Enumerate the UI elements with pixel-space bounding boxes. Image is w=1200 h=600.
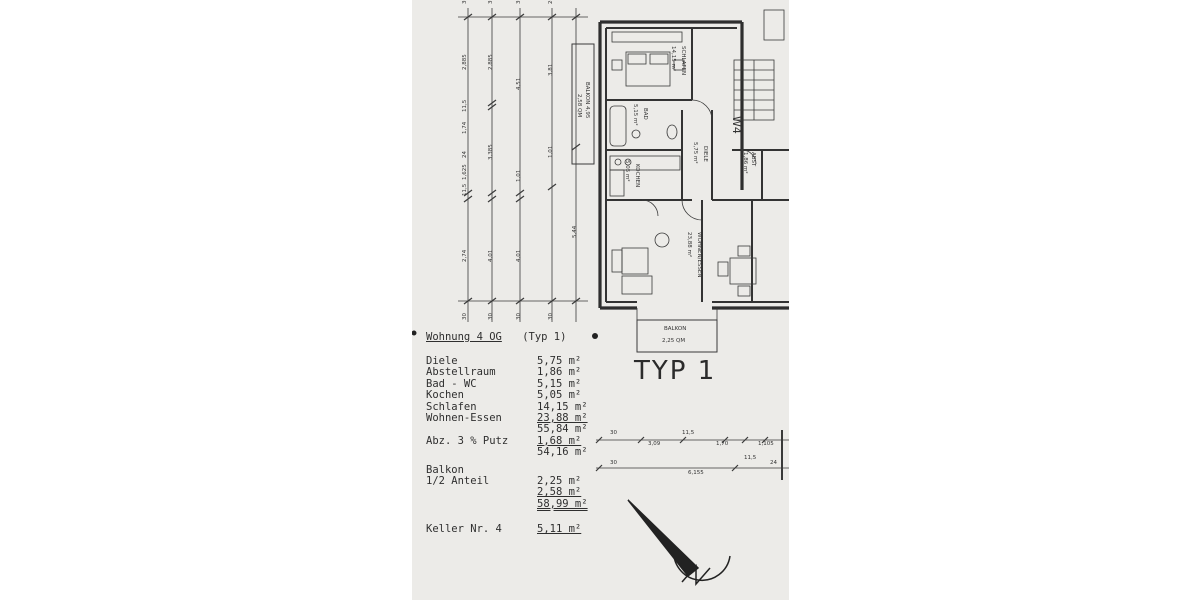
balcony-value-row: 2,58 m² (426, 486, 601, 499)
dim-label: 1,625 (462, 164, 468, 180)
plaster-value: 1,68 m² (537, 434, 582, 447)
label-wohnen-area: 23,88 m² (686, 232, 692, 258)
dim-label: 11,5 (682, 430, 695, 436)
dim-label: 2,885 (462, 54, 468, 70)
area-row: Abstellraum 1,86 m² (426, 366, 601, 379)
net-value: 54,16 m² (537, 446, 588, 459)
dim-label: 30 (488, 313, 494, 320)
area-name: Abstellraum (426, 366, 496, 379)
area-name: Schlafen (426, 400, 477, 413)
dim-label: 1,01 (516, 169, 522, 182)
dim-label: 30 (488, 0, 494, 4)
label-abst-area: 1,86 m² (742, 152, 748, 174)
dim-label: 30 (516, 313, 522, 320)
dim-label: 24 (462, 151, 468, 158)
total-value: 58,99 m² (537, 497, 588, 510)
net-row: 54,16 m² (426, 446, 601, 459)
area-row: Diele 5,75 m² (426, 355, 601, 367)
area-row: Bad - WC 5,15 m² (426, 377, 601, 390)
dim-label: 1,01 (548, 145, 554, 158)
dim-label: 30 (462, 0, 468, 4)
dim-label: 1,74 (462, 121, 468, 134)
apartment-type-note: (Typ 1) (522, 331, 567, 343)
label-balkon-side-area: 2,58 QM (576, 94, 582, 118)
area-value: 14,15 m² (537, 400, 588, 413)
area-row: Schlafen 14,15 m² (426, 400, 601, 413)
area-row: Kochen 5,05 m² (426, 389, 601, 402)
area-name: Bad - WC (426, 377, 477, 390)
dim-label: 30 (610, 430, 617, 436)
dim-label: 1,105 (758, 441, 774, 447)
area-list: Diele 5,75 m² Abstellraum 1,86 m² Bad - WC… (426, 355, 601, 536)
label-bad-area: 5,15 m² (632, 104, 638, 126)
dim-label: 1,70 (716, 441, 729, 447)
label-wohnen: WOHNEN/ESSEN (696, 232, 702, 278)
total-row: 58,99 m² (426, 497, 601, 510)
area-value: 5,15 m² (537, 377, 582, 390)
dim-label: 30 (610, 460, 617, 466)
dim-label: 11,5 (744, 455, 757, 461)
dim-label: 4,01 (488, 249, 494, 262)
area-value: 5,05 m² (537, 389, 582, 402)
apartment-name: Wohnung 4 OG (426, 331, 502, 343)
area-row: Wohnen-Essen 23,88 m² (426, 411, 601, 424)
dim-label: 11,5 (462, 99, 468, 112)
label-diele: DIELE (702, 146, 708, 162)
balcony-value-1: 2,25 m² (537, 474, 582, 487)
dim-label: 30 (516, 0, 522, 4)
dim-label: 30 (548, 313, 554, 320)
dim-label: 4,01 (516, 249, 522, 262)
dim-label: 11,5 (462, 183, 468, 196)
dim-label: 30 (462, 313, 468, 320)
label-w4: W4 (730, 116, 743, 134)
label-balkon-bottom: BALKON (664, 326, 687, 332)
label-bad: BAD (642, 108, 648, 120)
label-diele-area: 5,75 m² (692, 142, 698, 164)
dim-label: 5,44 (572, 225, 578, 238)
dim-label: 4,51 (516, 77, 522, 90)
cellar-row: Keller Nr. 4 5,11 m² (426, 523, 601, 536)
area-value: 23,88 m² (537, 411, 588, 424)
area-value: 1,86 m² (537, 366, 582, 379)
cellar-value: 5,11 m² (537, 523, 582, 536)
label-schlafen-area: 14,15 m² (670, 46, 676, 72)
balcony-value-2: 2,58 m² (537, 486, 582, 499)
balcony-share-row: 1/2 Anteil 2,25 m² (426, 474, 601, 487)
type-label: TYP 1 (634, 356, 717, 386)
balcony-heading-row: Balkon (426, 463, 601, 476)
label-balkon-bottom-area: 2,25 QM (662, 338, 686, 344)
floor-plan-drawing (412, 8, 789, 586)
dim-label: 2,74 (462, 249, 468, 262)
label-kochen-area: 5,05 m² (624, 160, 630, 182)
dim-label: 20 (548, 0, 554, 4)
area-name: Kochen (426, 389, 464, 402)
cellar-name: Keller Nr. 4 (426, 523, 502, 536)
area-name: Diele (426, 355, 458, 367)
dim-label: 3,09 (648, 441, 661, 447)
dim-label: 3,81 (548, 63, 554, 76)
dim-label: 24 (770, 460, 777, 466)
plaster-row: Abz. 3 % Putz 1,68 m² (426, 434, 601, 447)
balcony-heading: Balkon (426, 463, 464, 476)
subtotal-row: 55,84 m² (426, 423, 601, 436)
label-kochen: KOCHEN (634, 164, 640, 188)
balcony-share-label: 1/2 Anteil (426, 474, 490, 487)
label-abst: ABST (750, 152, 756, 167)
label-schlafen: SCHLAFEN (680, 46, 686, 76)
label-balkon-side: BALKON 4,95 (584, 82, 590, 119)
area-name: Wohnen-Essen (426, 411, 502, 424)
subtotal-value: 55,84 m² (537, 423, 588, 436)
dim-label: 3,385 (488, 144, 494, 160)
dim-label: 2,885 (488, 54, 494, 70)
apartment-title: Wohnung 4 OG (Typ 1) (426, 331, 566, 343)
floor-plan-sheet: SCHLAFEN 14,15 m² BAD 5,15 m² KOCHEN 5,0… (412, 0, 789, 600)
plaster-name: Abz. 3 % Putz (426, 434, 509, 447)
spacer (426, 510, 601, 524)
dim-label: 6,155 (688, 470, 704, 476)
area-value: 5,75 m² (537, 355, 582, 367)
